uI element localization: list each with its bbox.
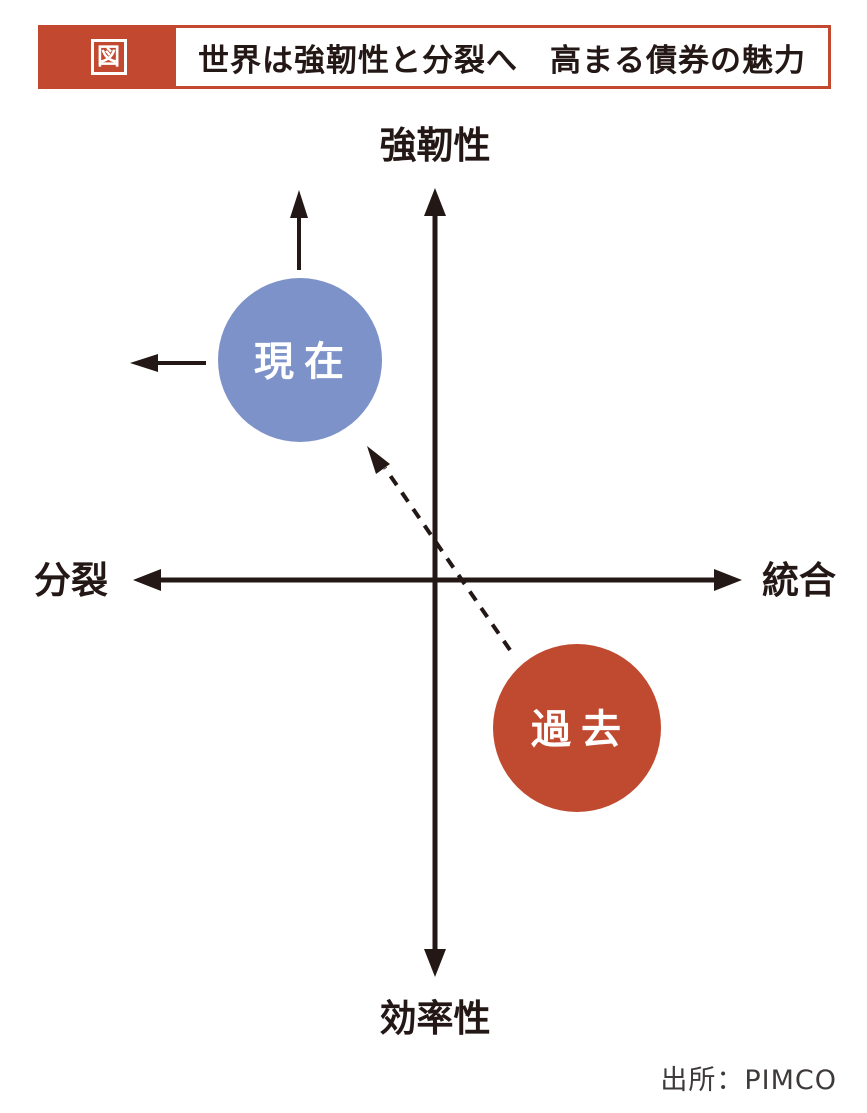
- present-up-arrowhead-icon: [290, 190, 308, 218]
- vertical-axis-top-arrowhead-icon: [424, 188, 446, 216]
- transition-dashed-arrow: [383, 466, 512, 652]
- figure-tag-box: 図: [41, 28, 176, 86]
- present-node-label: 現在: [254, 339, 354, 385]
- present-left-arrowhead-icon: [130, 354, 158, 372]
- vertical-axis-bottom-arrowhead-icon: [424, 949, 446, 977]
- axis-label-bottom: 効率性: [380, 997, 491, 1040]
- horizontal-axis-right-arrowhead-icon: [714, 569, 742, 591]
- present-node: [218, 278, 382, 442]
- horizontal-axis-left-arrowhead-icon: [133, 569, 161, 591]
- figure-header: 図 世界は強靭性と分裂へ 高まる債券の魅力: [38, 25, 831, 89]
- axis-label-right: 統合: [762, 559, 836, 602]
- past-node-label: 過去: [531, 707, 631, 753]
- figure-title: 世界は強靭性と分裂へ 高まる債券の魅力: [198, 42, 806, 79]
- transition-arrowhead-icon: [367, 446, 390, 474]
- axis-label-top: 強靭性: [380, 124, 491, 167]
- axis-label-left: 分裂: [34, 559, 108, 602]
- source-note: 出所：PIMCO: [660, 1065, 837, 1096]
- figure-tag-label: 図: [90, 39, 127, 75]
- past-node: [493, 644, 661, 812]
